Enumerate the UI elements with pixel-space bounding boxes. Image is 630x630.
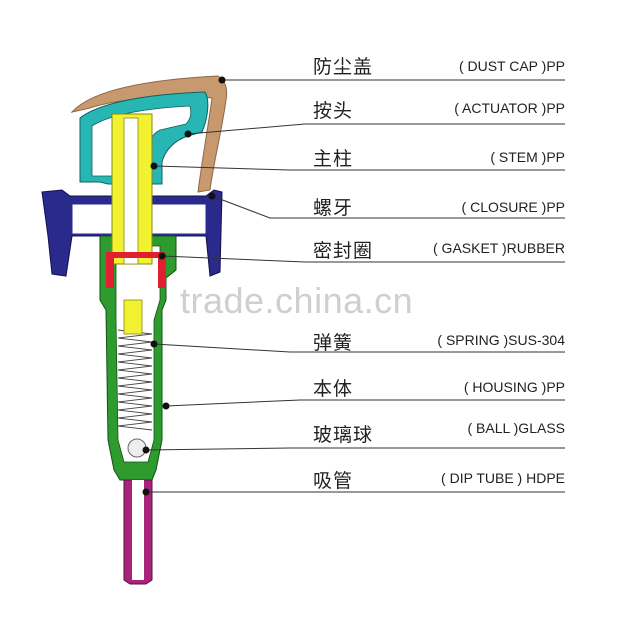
label-stem-en: ( STEM )PP xyxy=(490,149,565,165)
stem-lower xyxy=(123,299,143,335)
label-actuator-en: ( ACTUATOR )PP xyxy=(454,100,565,116)
label-closure-en: ( CLOSURE )PP xyxy=(461,199,565,215)
leader-housing xyxy=(165,399,565,407)
label-dust-cap-en: ( DUST CAP )PP xyxy=(458,58,565,74)
housing-inner xyxy=(115,245,161,463)
label-spring-cn: 弹簧 xyxy=(313,332,354,354)
label-housing-en: ( HOUSING )PP xyxy=(463,379,565,395)
watermark: trade.china.cn xyxy=(180,280,414,321)
gasket-left xyxy=(106,258,114,288)
gasket-shape xyxy=(106,252,166,258)
label-ball-cn: 玻璃球 xyxy=(313,424,374,446)
leader-closure xyxy=(211,195,565,219)
dip-tube-bore xyxy=(132,480,144,580)
label-gasket-en: ( GASKET )RUBBER xyxy=(433,240,565,256)
label-dip-tube-en: ( DIP TUBE ) HDPE xyxy=(441,470,565,486)
leader-stem xyxy=(153,165,565,171)
label-stem-cn: 主柱 xyxy=(313,148,354,170)
label-housing-cn: 本体 xyxy=(313,378,354,400)
leader-dots xyxy=(142,76,226,496)
leader-actuator xyxy=(187,123,565,135)
label-dust-cap-cn: 防尘盖 xyxy=(313,56,374,78)
label-dip-tube-cn: 吸管 xyxy=(313,470,354,492)
stem-bore xyxy=(123,117,139,265)
label-ball-en: ( BALL )GLASS xyxy=(467,420,565,436)
label-closure-cn: 螺牙 xyxy=(313,197,354,219)
leader-spring xyxy=(153,343,565,353)
label-gasket-cn: 密封圈 xyxy=(313,240,374,262)
gasket-right xyxy=(158,258,166,288)
label-actuator-cn: 按头 xyxy=(313,100,354,122)
label-spring-en: ( SPRING )SUS-304 xyxy=(437,332,565,348)
spring-shape xyxy=(117,329,153,431)
leader-ball xyxy=(145,447,565,451)
leader-lines xyxy=(145,79,565,493)
leader-gasket xyxy=(161,255,565,263)
